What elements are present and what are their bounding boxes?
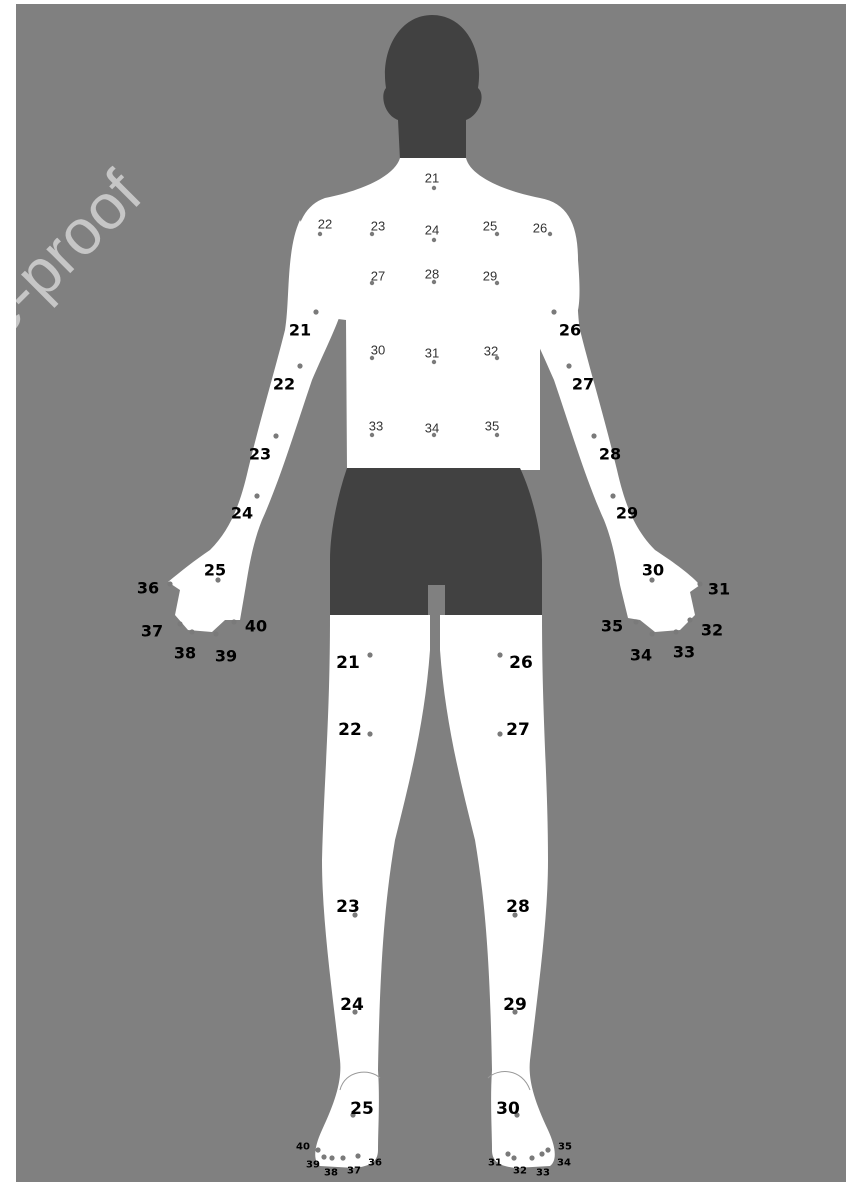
right-foot-toes-point-39-label: 39 [306,1160,320,1171]
left-leg-point-28-label: 28 [506,897,530,917]
left-foot-toes-point-32-label: 32 [513,1166,527,1177]
left-leg-point-27-dot [497,731,502,736]
left-hand-fingers-point-32-dot [687,617,692,622]
back-point-34-label: 34 [425,421,439,436]
left-arm-point-29-dot [610,493,615,498]
back-point-28-label: 28 [425,267,439,282]
left-leg-point-30-label: 30 [496,1099,520,1119]
back-point-29-label: 29 [483,269,497,284]
back-point-26-label: 26 [533,221,547,236]
left-hand-fingers-point-34-dot [649,631,654,636]
back-point-21-dot [432,186,436,190]
left-arm-point-26-label: 26 [559,321,581,340]
right-foot-toes-point-36-label: 36 [368,1158,382,1169]
right-foot-toes-point-40-dot [315,1147,320,1152]
right-foot-toes-point-39-dot [321,1154,326,1159]
left-foot-toes-point-34-dot [539,1151,544,1156]
left-hand-fingers-point-34-label: 34 [630,646,652,665]
left-arm-point-26-dot [551,309,556,314]
left-hand-fingers-point-33-dot [673,629,678,634]
right-arm-point-23-label: 23 [249,445,271,464]
left-leg-point-26-dot [497,652,502,657]
right-arm-point-21-label: 21 [289,321,311,340]
back-point-21-label: 21 [425,171,439,186]
left-hand-fingers-point-35-label: 35 [601,617,623,636]
right-leg-point-23-label: 23 [336,897,360,917]
left-leg-point-27-label: 27 [506,720,530,740]
right-hand-fingers-point-36-dot [167,581,172,586]
left-hand-fingers-point-31-dot [697,581,702,586]
back-point-30-label: 30 [371,343,385,358]
right-leg-point-21-label: 21 [336,653,360,673]
right-leg-point-25-label: 25 [350,1099,374,1119]
left-leg-point-26-label: 26 [509,653,533,673]
left-hand-fingers-point-31-label: 31 [708,580,730,599]
right-hand-fingers-point-39-label: 39 [215,647,237,666]
right-leg-point-22-label: 22 [338,720,362,740]
back-point-25-label: 25 [483,219,497,234]
right-hand-fingers-point-37-label: 37 [141,622,163,641]
right-arm-point-22-label: 22 [273,375,295,394]
right-foot-toes-point-37-label: 37 [347,1166,361,1177]
back-point-22-label: 22 [318,217,332,232]
back-point-33-label: 33 [369,419,383,434]
right-hand-fingers-point-38-dot [189,629,194,634]
right-hand-fingers-point-40-dot [231,619,236,624]
left-arm-point-29-label: 29 [616,504,638,523]
right-foot-toes-point-40-label: 40 [296,1142,310,1153]
right-arm-point-21-dot [313,309,318,314]
right-arm-point-22-dot [297,363,302,368]
left-foot-toes-point-35-label: 35 [558,1142,572,1153]
right-arm-point-25-label: 25 [204,561,226,580]
left-arm-point-28-dot [591,433,596,438]
back-point-26-dot [548,232,552,236]
right-foot-toes-point-38-label: 38 [324,1168,338,1179]
right-arm-point-23-dot [273,433,278,438]
left-foot-toes-point-34-label: 34 [557,1158,571,1169]
right-leg-point-21-dot [367,652,372,657]
left-foot-toes-point-32-dot [511,1155,516,1160]
right-arm-point-24-label: 24 [231,504,253,523]
left-arm-point-27-label: 27 [572,375,594,394]
back-point-27-label: 27 [371,269,385,284]
left-hand-fingers-point-32-label: 32 [701,621,723,640]
back-point-31-label: 31 [425,346,439,361]
back-point-35-label: 35 [485,419,499,434]
left-arm-point-30-label: 30 [642,561,664,580]
left-foot-toes-point-31-dot [505,1151,510,1156]
left-arm-point-27-dot [566,363,571,368]
back-point-24-dot [432,238,436,242]
right-leg-point-22-dot [367,731,372,736]
back-point-22-dot [318,232,322,236]
right-foot-toes-point-38-dot [329,1155,334,1160]
right-hand-fingers-point-36-label: 36 [137,579,159,598]
right-hand-fingers-point-39-dot [213,631,218,636]
back-point-24-label: 24 [425,223,439,238]
left-hand-fingers-point-33-label: 33 [673,643,695,662]
left-hand-fingers-point-35-dot [633,619,638,624]
left-foot-toes-point-35-dot [545,1147,550,1152]
left-leg-point-29-label: 29 [503,995,527,1015]
right-foot-toes-point-37-dot [340,1155,345,1160]
left-foot-toes-point-31-label: 31 [488,1158,502,1169]
left-foot-toes-point-33-label: 33 [536,1168,550,1179]
left-foot-toes-point-33-dot [529,1155,534,1160]
right-arm-point-24-dot [254,493,259,498]
left-arm-point-28-label: 28 [599,445,621,464]
right-hand-fingers-point-40-label: 40 [245,617,267,636]
back-point-32-label: 32 [484,344,498,359]
right-foot-toes-point-36-dot [355,1153,360,1158]
right-hand-fingers-point-38-label: 38 [174,644,196,663]
right-hand-fingers-point-37-dot [177,621,182,626]
right-leg-point-24-label: 24 [340,995,364,1015]
back-point-23-label: 23 [371,219,385,234]
